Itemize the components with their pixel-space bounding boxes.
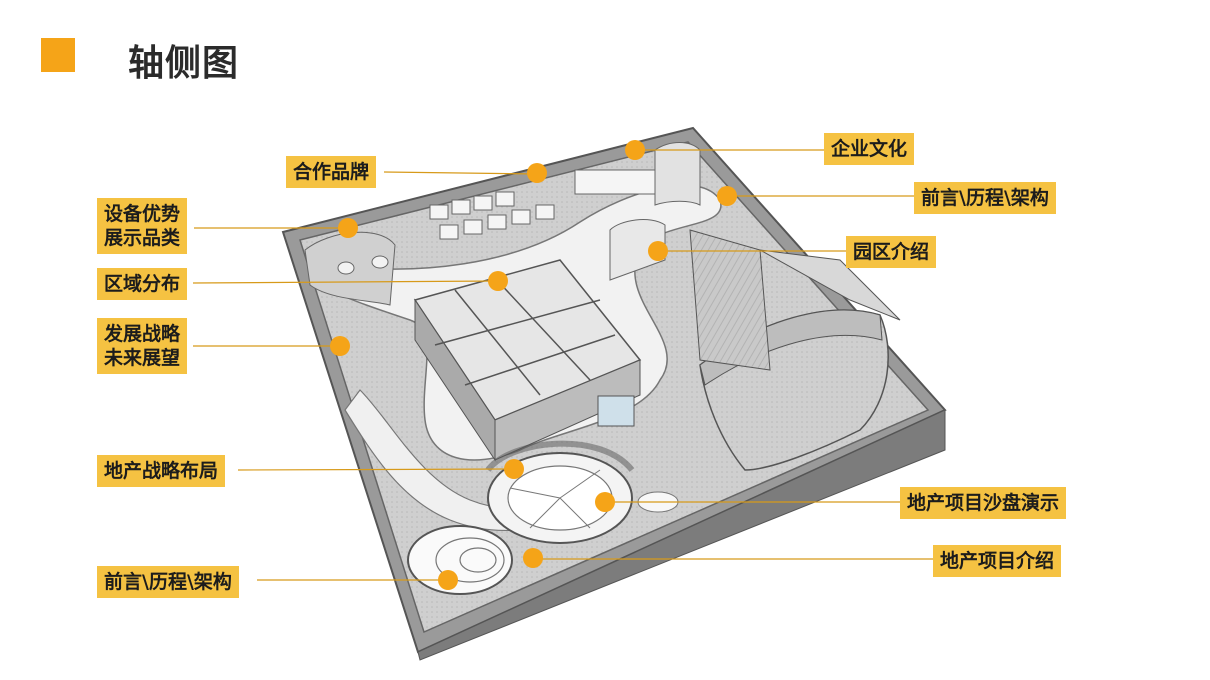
label-corporate-culture: 企业文化: [824, 133, 915, 165]
label-realestate-layout: 地产战略布局: [97, 455, 226, 487]
preface-rotunda: [407, 525, 513, 595]
label-project-intro: 地产项目介绍: [933, 545, 1062, 577]
label-sandbox: 地产项目沙盘演示: [900, 487, 1067, 519]
marker-preface-right: [717, 186, 737, 206]
marker-sandbox: [595, 492, 615, 512]
sandbox-rotunda: [485, 440, 679, 544]
page-title: 轴侧图: [128, 43, 240, 84]
marker-development: [330, 336, 350, 356]
label-region: 区域分布: [97, 268, 188, 300]
curved-hall: [689, 229, 901, 471]
label-development: 发展战略 未来展望: [97, 318, 188, 374]
marker-region: [488, 271, 508, 291]
marker-partner-brand: [527, 163, 547, 183]
label-preface-right: 前言\历程\架构: [914, 182, 1056, 214]
marker-equipment: [338, 218, 358, 238]
label-partner-brand: 合作品牌: [286, 156, 377, 188]
display-racks: [304, 142, 701, 306]
label-preface-left: 前言\历程\架构: [97, 566, 239, 598]
marker-preface-left: [438, 570, 458, 590]
marker-realestate-layout: [504, 459, 524, 479]
label-park-intro: 园区介绍: [846, 236, 937, 268]
label-equipment: 设备优势 展示品类: [97, 198, 188, 254]
markers: [330, 140, 737, 590]
marker-corporate-culture: [625, 140, 645, 160]
title-accent-square: [41, 38, 75, 72]
marker-project-intro: [523, 548, 543, 568]
room-blocks: [413, 259, 642, 462]
leader-realestate-layout: [237, 468, 515, 471]
leader-region: [192, 280, 499, 284]
marker-park-intro: [648, 241, 668, 261]
leader-lines: [192, 149, 934, 581]
leader-partner-brand: [383, 171, 538, 175]
